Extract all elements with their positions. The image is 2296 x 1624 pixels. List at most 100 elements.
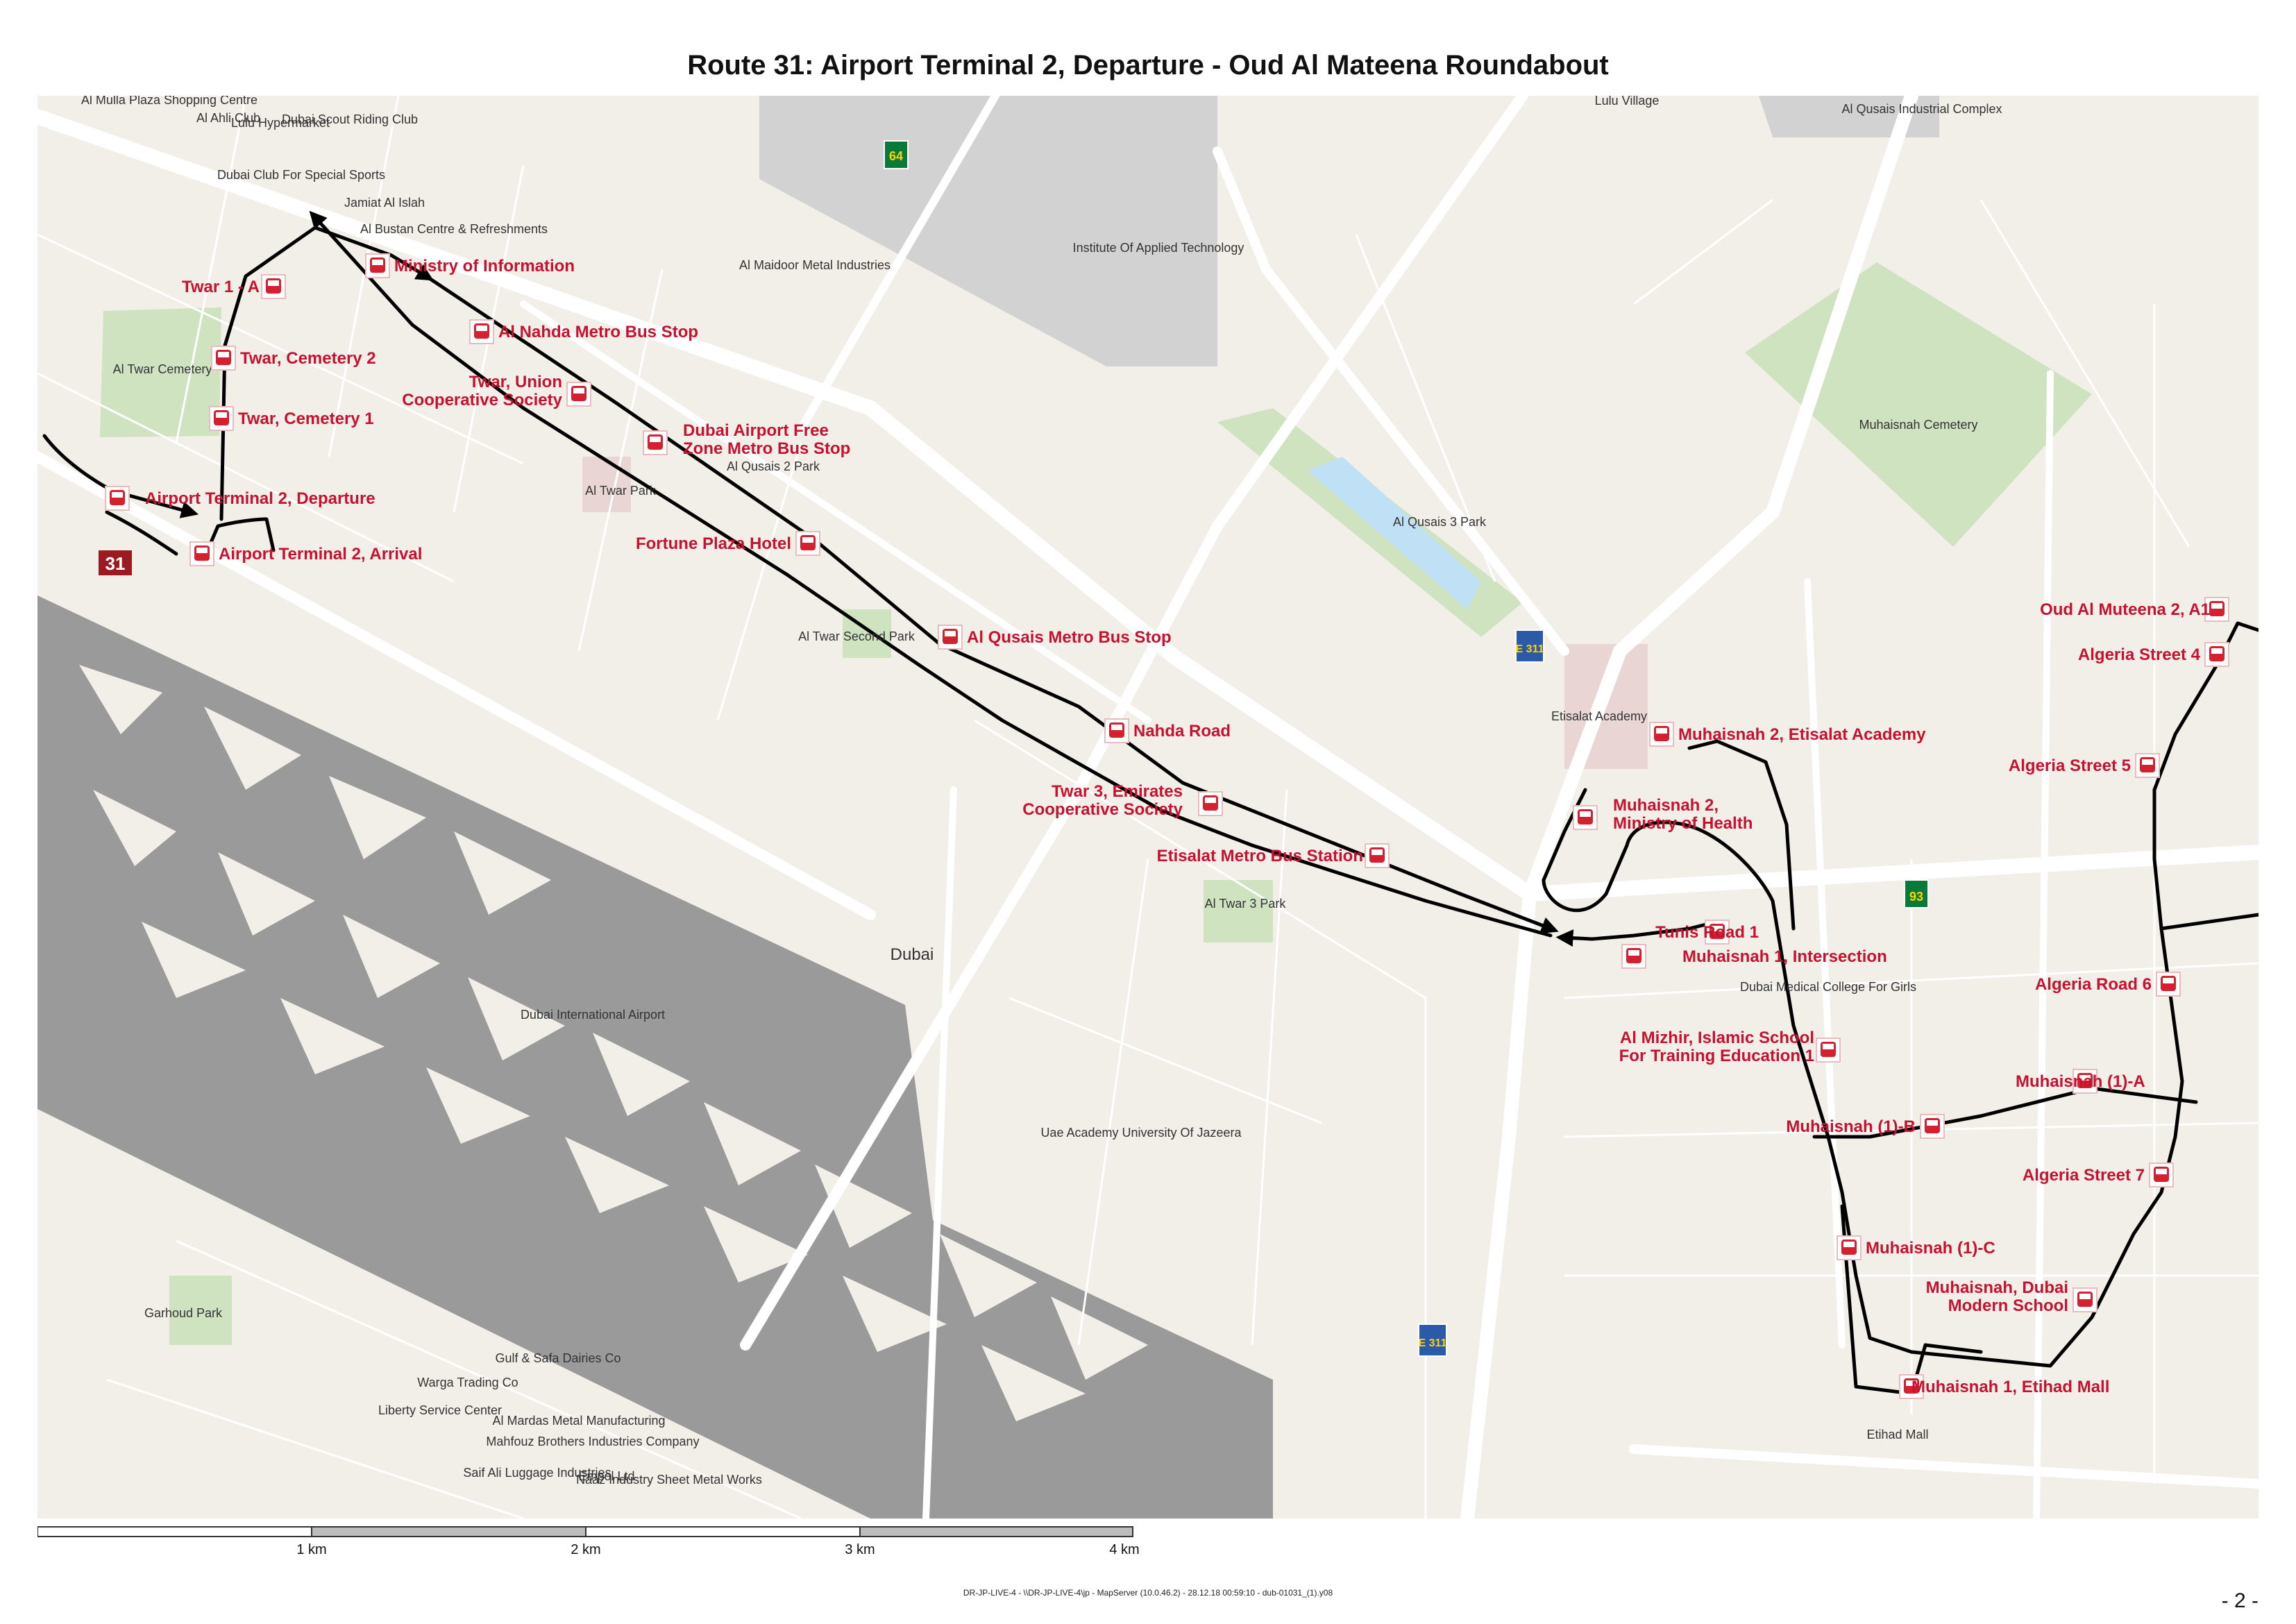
place-label: Al Mardas Metal Manufacturing bbox=[492, 1414, 665, 1428]
bus-window-icon bbox=[476, 325, 487, 331]
scale-1km: 1 km bbox=[296, 1542, 327, 1557]
bus-window-icon bbox=[1656, 728, 1667, 734]
place-label: Jamiat Al Islah bbox=[344, 196, 425, 210]
highway-shield-93: 93 bbox=[1904, 879, 1929, 908]
bus-window-icon bbox=[1111, 725, 1122, 730]
bus-stop-muhaisnah-1-c[interactable]: Muhaisnah (1)-C bbox=[1837, 1235, 1995, 1260]
bus-stop-twar-1-a[interactable]: Twar 1 - A bbox=[182, 274, 286, 299]
bus-stop-label: Nahda Road bbox=[1133, 722, 1231, 741]
place-label: Dubai Club For Special Sports bbox=[217, 168, 385, 182]
bus-window-icon bbox=[2079, 1294, 2091, 1299]
bus-window-icon bbox=[2163, 978, 2174, 983]
bus-stop-muhaisnah-1-b[interactable]: Muhaisnah (1)-B bbox=[1786, 1114, 1945, 1139]
major-roads bbox=[37, 96, 2259, 1519]
place-label: Liberty Service Center bbox=[378, 1403, 502, 1417]
bus-stop-algeria-street-4[interactable]: Algeria Street 4 bbox=[2078, 642, 2229, 667]
bus-window-icon bbox=[1205, 797, 1216, 803]
bus-window-icon bbox=[268, 280, 279, 286]
bus-window-icon bbox=[2156, 1169, 2167, 1174]
highway-93-label: 93 bbox=[1909, 890, 1923, 904]
bus-stop-muhaisnah-1-intersection[interactable]: Muhaisnah 1, Intersection bbox=[1621, 944, 1887, 969]
place-label: Mahfouz Brothers Industries Company bbox=[486, 1435, 699, 1448]
bus-stop-muhaisnah-2-moh[interactable]: Muhaisnah 2,Ministry of Health bbox=[1573, 796, 1753, 833]
bus-stop-al-qusais-metro[interactable]: Al Qusais Metro Bus Stop bbox=[938, 625, 1172, 650]
bus-window-icon bbox=[1823, 1044, 1834, 1049]
bus-stop-airport-t2-arrival[interactable]: Airport Terminal 2, Arrival bbox=[189, 541, 422, 566]
industrial-area bbox=[759, 96, 1217, 366]
bus-stop-label: Algeria Street 5 bbox=[2009, 756, 2131, 775]
route-map[interactable]: 64 E 311 93 E 311 31 Al Mulla Plaza Shop… bbox=[37, 96, 2259, 1519]
place-label: Al Twar Second Park bbox=[798, 629, 915, 643]
bus-window-icon bbox=[1712, 926, 1723, 931]
bus-stop-label: Airport Terminal 2, Departure bbox=[145, 489, 375, 508]
bus-stop-label: Tunis Road 1 bbox=[1655, 923, 1759, 942]
bus-stop-airport-t2-departure[interactable]: Airport Terminal 2, Departure bbox=[105, 486, 375, 511]
bus-window-icon bbox=[2211, 603, 2222, 609]
bus-stop-al-nahda-metro[interactable]: Al Nahda Metro Bus Stop bbox=[469, 319, 698, 344]
place-label: Al Bustan Centre & Refreshments bbox=[360, 222, 548, 236]
bus-stop-twar-cemetery-1[interactable]: Twar, Cemetery 1 bbox=[209, 406, 374, 431]
bus-stop-label: Airport Terminal 2, Arrival bbox=[219, 545, 422, 564]
al-twar-park-area bbox=[582, 457, 631, 512]
place-label: Etisalat Academy bbox=[1551, 709, 1647, 723]
highway-e311-label-1: E 311 bbox=[1516, 643, 1544, 655]
bus-stop-label: Muhaisnah 2,Ministry of Health bbox=[1613, 796, 1753, 833]
scale-bar bbox=[37, 1526, 1133, 1537]
bus-stop-label: Ministry of Information bbox=[394, 257, 575, 276]
bus-stop-algeria-street-7[interactable]: Algeria Street 7 bbox=[2023, 1162, 2174, 1187]
bus-stop-label: Al Nahda Metro Bus Stop bbox=[498, 323, 698, 341]
bus-window-icon bbox=[1906, 1380, 1917, 1386]
bus-window-icon bbox=[1843, 1242, 1855, 1247]
bus-stop-muhaisnah-1-a[interactable]: Muhaisnah (1)-A bbox=[2016, 1069, 2145, 1094]
bus-stop-oud-al-muteena-2-a1[interactable]: Oud Al Muteena 2, A1 bbox=[2040, 597, 2229, 622]
highway-shield-e311-top: E 311 bbox=[1515, 629, 1544, 663]
bus-stop-algeria-street-5[interactable]: Algeria Street 5 bbox=[2009, 753, 2160, 778]
route-number-badge: 31 bbox=[99, 550, 132, 575]
bus-stop-etisalat-metro[interactable]: Etisalat Metro Bus Station bbox=[1157, 843, 1390, 868]
bus-window-icon bbox=[650, 437, 661, 442]
bus-window-icon bbox=[2079, 1075, 2091, 1081]
place-label: Al Qusais Industrial Complex bbox=[1841, 102, 2002, 116]
place-label: Al Mulla Plaza Shopping Centre bbox=[81, 96, 258, 107]
bus-stop-label: Twar 1 - A bbox=[182, 278, 260, 296]
bus-stop-muhaisnah-1-etihad-mall[interactable]: Muhaisnah 1, Etihad Mall bbox=[1899, 1374, 2109, 1399]
al-qusais-3-park-water bbox=[1308, 457, 1481, 609]
place-label: Warga Trading Co bbox=[417, 1376, 518, 1389]
highway-shield-64: 64 bbox=[884, 140, 909, 169]
bus-stop-muhaisnah-2-etisalat[interactable]: Muhaisnah 2, Etisalat Academy bbox=[1649, 722, 1926, 747]
garhoud-park-area bbox=[169, 1276, 232, 1345]
bus-stop-label: Oud Al Muteena 2, A1 bbox=[2040, 600, 2210, 619]
bus-stop-twar-cemetery-2[interactable]: Twar, Cemetery 2 bbox=[211, 346, 376, 371]
bus-stop-label: Muhaisnah 1, Intersection bbox=[1682, 947, 1887, 966]
place-label: Al Qusais 3 Park bbox=[1393, 515, 1487, 529]
bus-stop-label: Algeria Street 4 bbox=[2078, 645, 2201, 664]
bus-window-icon bbox=[802, 537, 813, 543]
bus-stop-label: Twar, Cemetery 2 bbox=[240, 349, 376, 368]
bus-stop-fortune-plaza[interactable]: Fortune Plaza Hotel bbox=[636, 531, 820, 556]
bus-stop-ministry-of-information[interactable]: Ministry of Information bbox=[365, 253, 575, 278]
bus-stop-tunis-road-1[interactable]: Tunis Road 1 bbox=[1655, 920, 1759, 945]
bus-stop-nahda-road[interactable]: Nahda Road bbox=[1104, 718, 1231, 743]
bus-window-icon bbox=[945, 631, 956, 636]
place-label: Dubai Scout Riding Club bbox=[282, 112, 418, 126]
bus-stop-label: Algeria Road 6 bbox=[2035, 975, 2152, 994]
place-label: Al Twar 3 Park bbox=[1205, 897, 1287, 911]
bus-stops[interactable]: Twar 1 - A Ministry of Information Al Nahd… bbox=[105, 253, 2229, 1399]
place-label: Dubai bbox=[890, 945, 934, 964]
bus-stop-algeria-road-6[interactable]: Algeria Road 6 bbox=[2035, 972, 2181, 997]
bus-window-icon bbox=[1371, 849, 1383, 855]
page-number: - 2 - bbox=[2221, 1589, 2259, 1612]
bus-stop-label: Etisalat Metro Bus Station bbox=[1157, 847, 1363, 865]
al-twar-cemetery-area bbox=[100, 307, 221, 437]
bus-window-icon bbox=[196, 548, 208, 553]
bus-window-icon bbox=[372, 260, 383, 265]
